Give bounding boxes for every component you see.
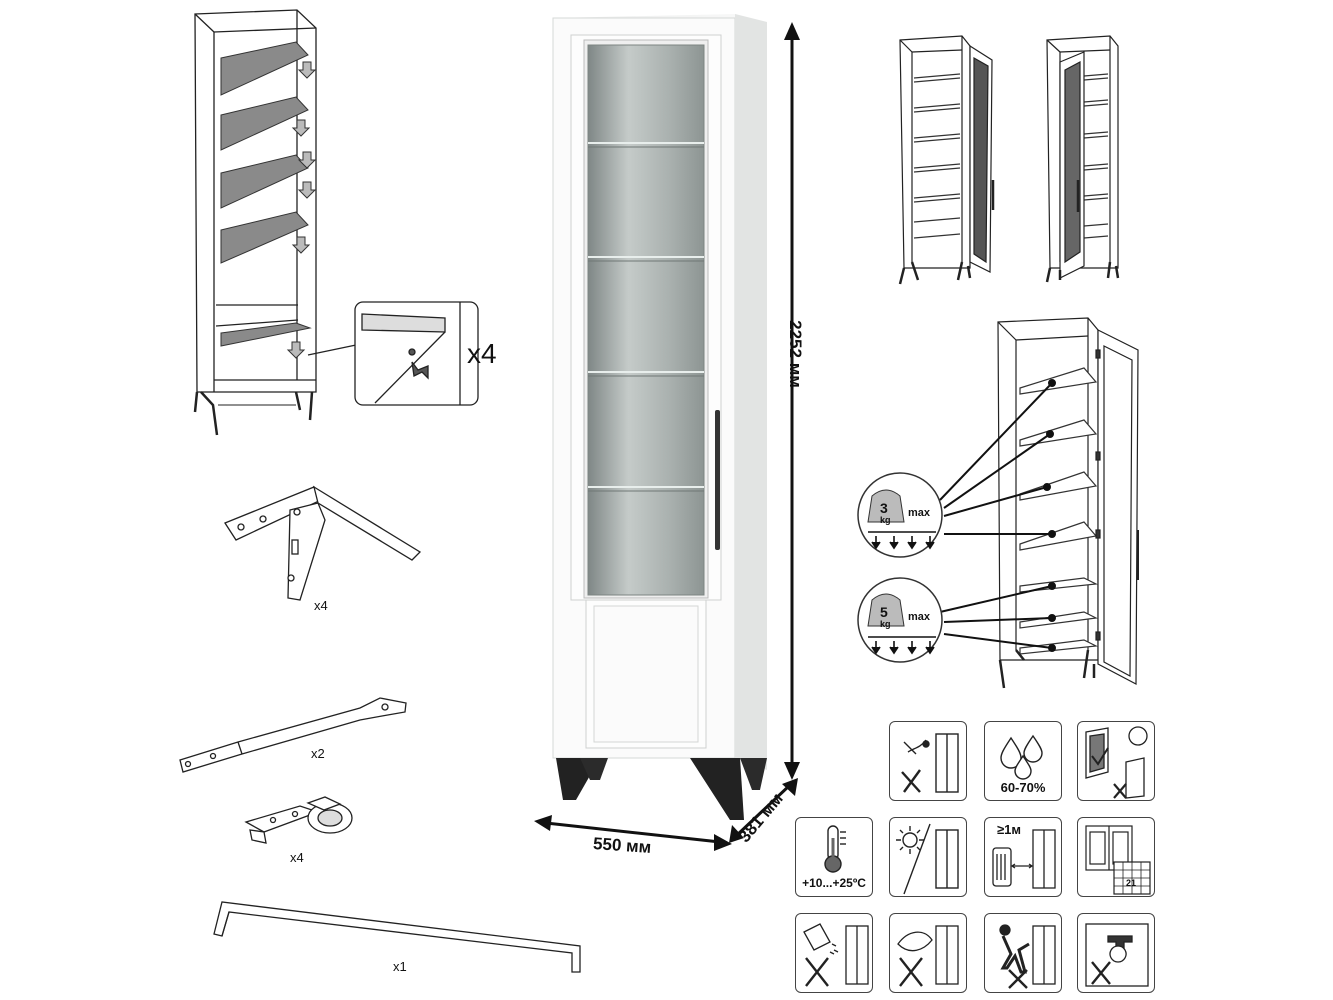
no-pushing-icon: [984, 913, 1062, 993]
calendar-day-label: 21: [1125, 878, 1136, 888]
lower-shelf-max: max: [908, 611, 931, 623]
humidity-label: 60-70%: [1000, 780, 1046, 795]
lower-shelf-unit: kg: [880, 619, 891, 629]
humidity-icon: 60-70%: [984, 721, 1062, 801]
no-liquid-cleaner-icon: [889, 721, 967, 801]
upper-shelf-max: max: [908, 507, 931, 519]
upper-shelf-unit: kg: [880, 515, 891, 525]
no-wet-cloth-icon: [889, 913, 967, 993]
temperature-icon: +10...+25ºC: [795, 817, 873, 897]
door-alignment-icon: [1077, 721, 1155, 801]
lower-shelf-weight: 5: [880, 604, 888, 620]
no-abrasive-spray-icon: [795, 913, 873, 993]
annual-inspection-icon: 21: [1077, 817, 1155, 897]
heater-distance-icon: ≥1м: [984, 817, 1062, 897]
upper-shelf-weight: 3: [880, 500, 888, 516]
plate-quantity: x2: [311, 746, 325, 761]
heater-distance-label: ≥1м: [997, 822, 1021, 837]
detail-quantity: x4: [467, 338, 497, 369]
temperature-label: +10...+25ºC: [802, 876, 866, 890]
leg-quantity: x4: [314, 598, 328, 613]
no-direct-sunlight-icon: [889, 817, 967, 897]
hinge-quantity: x4: [290, 850, 304, 865]
no-overload-icon: [1077, 913, 1155, 993]
handle-quantity: x1: [393, 959, 407, 974]
